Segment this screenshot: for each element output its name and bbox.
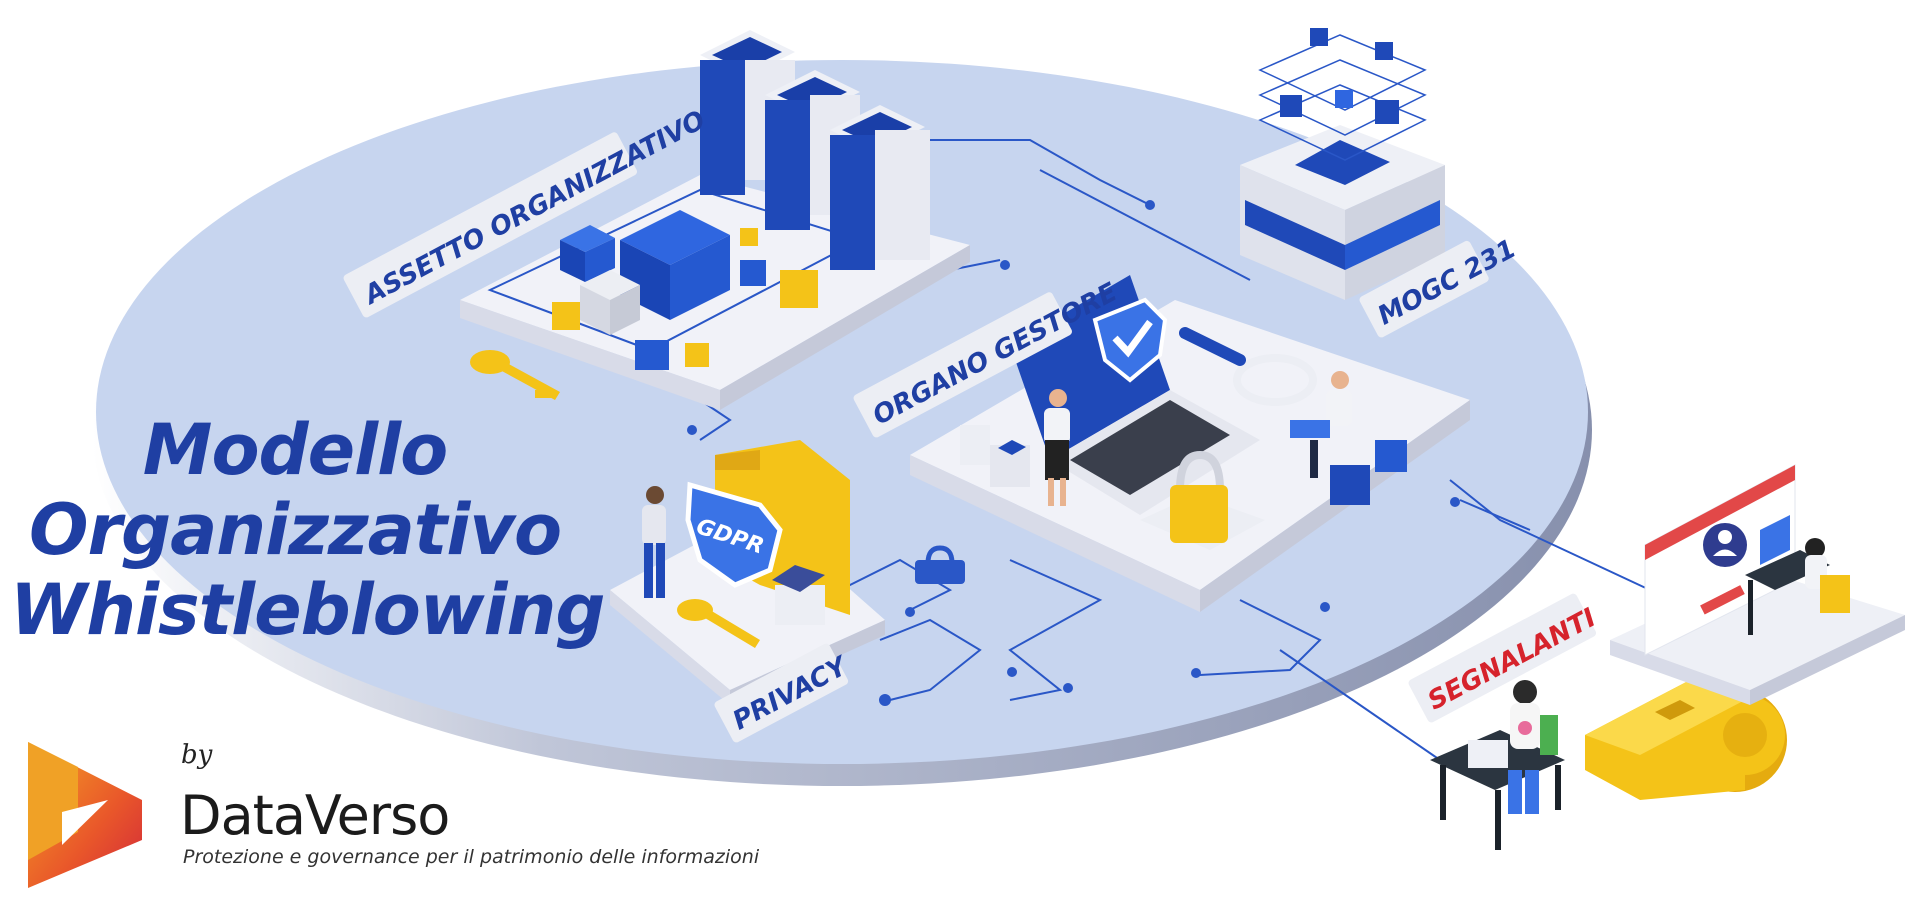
key-icon (470, 350, 560, 400)
magnifier-icon (1179, 327, 1317, 406)
title-line-1: Modello (142, 409, 448, 491)
user-profile-icon (1703, 523, 1747, 567)
dataverso-logo (28, 742, 142, 888)
padlock-icon (1140, 450, 1265, 550)
person-woman-phone (642, 486, 666, 598)
person-desk-worker (1745, 538, 1850, 635)
circuit-padlock-icon (915, 545, 965, 584)
person-woman-seated (1290, 371, 1352, 478)
gdpr-shield-icon: GDPR (685, 481, 783, 588)
privacy-platform: GDPR (610, 440, 885, 705)
organo-platform (910, 275, 1470, 612)
brand-tagline: Protezione e governance per il patrimoni… (183, 846, 760, 868)
person-whistleblower-desk (1430, 680, 1565, 850)
person-woman-standing (1044, 389, 1070, 506)
page-title: Modello Organizzativo Whistleblowing (10, 409, 605, 651)
shield-check-icon (1092, 297, 1168, 383)
title-line-2: Organizzativo (28, 489, 562, 571)
by-text: by (181, 740, 213, 770)
server-racks (700, 30, 930, 270)
title-line-3: Whistleblowing (10, 569, 605, 651)
mogc-tower (1240, 28, 1445, 300)
brand-name: DataVerso (180, 784, 450, 847)
whistle-icon (1585, 680, 1787, 800)
circuit-dots (687, 200, 1460, 706)
web-profile-platform (1610, 464, 1905, 705)
circuit-lines (699, 139, 1651, 761)
